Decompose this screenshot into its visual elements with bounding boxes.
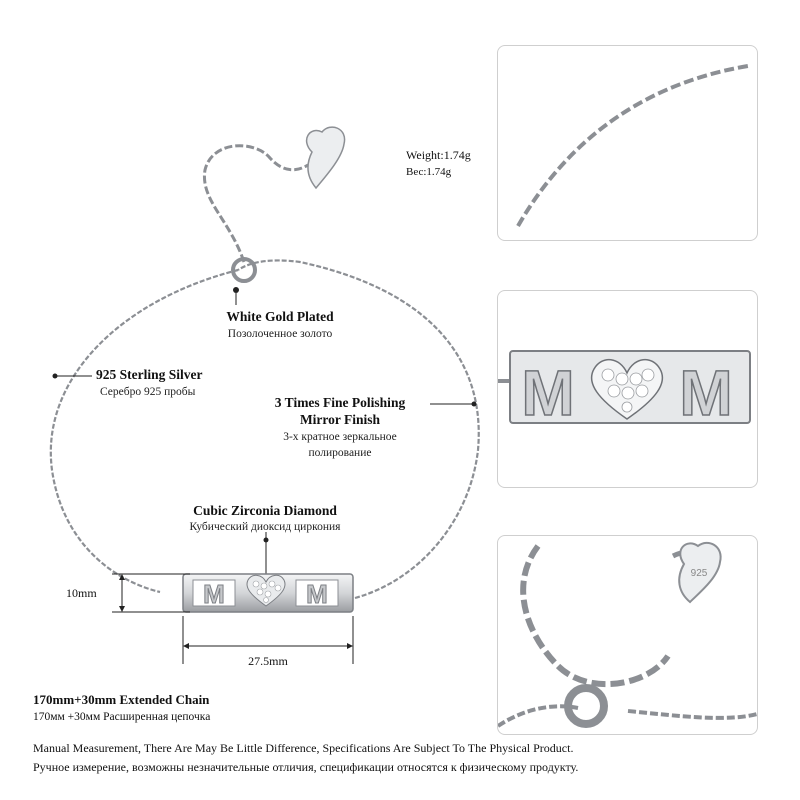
heart-tag: [305, 126, 346, 190]
weight-ru: Вес:1.74g: [406, 166, 452, 178]
stone-label-ru: Кубический диоксид циркония: [189, 521, 341, 533]
silver-label-ru: Серебро 925 пробы: [100, 386, 196, 398]
pendant-closeup-panel: M M: [497, 290, 758, 488]
silver-label: 925 Sterling Silver: [96, 367, 203, 382]
bar-letter-right: M: [306, 579, 328, 609]
width-dimension: 27.5mm: [248, 654, 288, 668]
extension-chain: [202, 144, 309, 263]
disclaimer-en: Manual Measurement, There Are May Be Lit…: [33, 741, 574, 755]
plating-label-ru: Позолоченное золото: [227, 328, 333, 340]
chain-closeup-panel: [497, 45, 758, 241]
chain-length: 170mm+30mm Extended Chain: [33, 692, 210, 707]
polish-label-ru-line2: полирование: [308, 447, 372, 459]
height-dimension: 10mm: [66, 586, 97, 600]
tag-stamp: 925: [691, 568, 708, 579]
stone-label: Cubic Zirconia Diamond: [193, 503, 337, 518]
chain-length-ru: 170мм +30мм Расширенная цепочка: [33, 711, 211, 723]
disclaimer-ru: Ручное измерение, возможны незначительны…: [33, 760, 579, 774]
svg-text:M: M: [521, 357, 574, 429]
polish-label-ru-line1: 3-х кратное зеркальное: [283, 431, 397, 443]
bar-letter-left: M: [203, 579, 225, 609]
chain-loop: [49, 259, 480, 600]
plating-label: White Gold Plated: [226, 309, 334, 324]
polish-label-line1: 3 Times Fine Polishing: [274, 395, 406, 410]
svg-text:M: M: [679, 357, 732, 429]
clasp-closeup-panel: 925: [497, 535, 758, 735]
clasp: [231, 257, 257, 283]
polish-label-line2: Mirror Finish: [299, 412, 381, 427]
weight-en: Weight:1.74g: [406, 148, 471, 162]
